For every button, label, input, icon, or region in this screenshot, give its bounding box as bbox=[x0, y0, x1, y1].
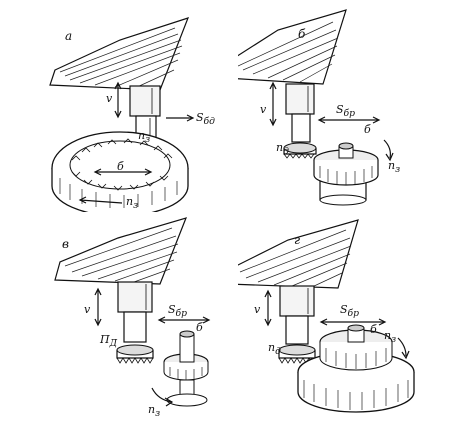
feed-arrows bbox=[264, 289, 410, 360]
shaper-cutter bbox=[283, 142, 317, 159]
cutter-rotation-label: пд bbox=[268, 341, 281, 358]
spindle bbox=[279, 285, 315, 345]
panel-label: б bbox=[298, 27, 306, 41]
cutter-label: пз bbox=[138, 129, 151, 146]
feed-label-s: Sбр bbox=[340, 303, 359, 320]
speed-label-v: v bbox=[254, 303, 261, 316]
workpiece-gear-block bbox=[297, 324, 415, 413]
panel-d-drawing bbox=[238, 219, 415, 413]
panel-c: в v Sбр б ПД пз bbox=[0, 212, 238, 424]
panel-c-drawing bbox=[54, 217, 211, 407]
tool-head-block bbox=[238, 9, 347, 85]
cutter-rotation-label: пд bbox=[276, 141, 289, 158]
panel-label: в bbox=[62, 237, 69, 251]
speed-label-v: v bbox=[84, 303, 91, 316]
spindle bbox=[117, 281, 153, 343]
depth-label: б bbox=[370, 323, 377, 336]
panel-label: г bbox=[294, 233, 301, 247]
gear-rotation-label: пз bbox=[126, 195, 139, 212]
panel-a-drawing bbox=[49, 17, 195, 212]
feed-label-s: Sбд bbox=[196, 111, 215, 128]
tool-head-block bbox=[238, 219, 359, 289]
cutter-rotation-label: ПД bbox=[100, 333, 118, 350]
workpiece-gear bbox=[313, 142, 379, 206]
depth-label: б bbox=[364, 123, 371, 136]
speed-label-v: v bbox=[260, 103, 267, 116]
feed-arrows bbox=[269, 81, 394, 162]
depth-label: б bbox=[196, 321, 203, 334]
shaper-cutter bbox=[116, 344, 154, 364]
depth-label: б bbox=[117, 160, 124, 173]
feed-arrows bbox=[78, 81, 195, 204]
panel-a: а v Sбд б пз пз bbox=[0, 0, 238, 212]
speed-label-v: v bbox=[106, 92, 113, 105]
feed-label-s: Sбр bbox=[168, 303, 187, 320]
workpiece-shaft-gear bbox=[163, 330, 209, 407]
tool-head-block bbox=[54, 217, 188, 285]
spindle bbox=[285, 83, 315, 143]
gear-rotation-label: пз bbox=[148, 403, 161, 420]
tool-head-block bbox=[49, 17, 190, 91]
panel-b-drawing bbox=[238, 9, 394, 206]
panel-b: б v Sбр б пд пз bbox=[238, 0, 476, 212]
panel-d: г v Sбр б пд пз bbox=[238, 212, 476, 424]
gear-rotation-label: пз bbox=[388, 159, 401, 176]
panel-label: а bbox=[65, 29, 73, 43]
shaper-cutter bbox=[278, 344, 316, 364]
gear-rotation-label: пз bbox=[384, 329, 397, 346]
feed-arrows bbox=[94, 287, 211, 407]
feed-label-s: Sбр bbox=[336, 103, 355, 120]
